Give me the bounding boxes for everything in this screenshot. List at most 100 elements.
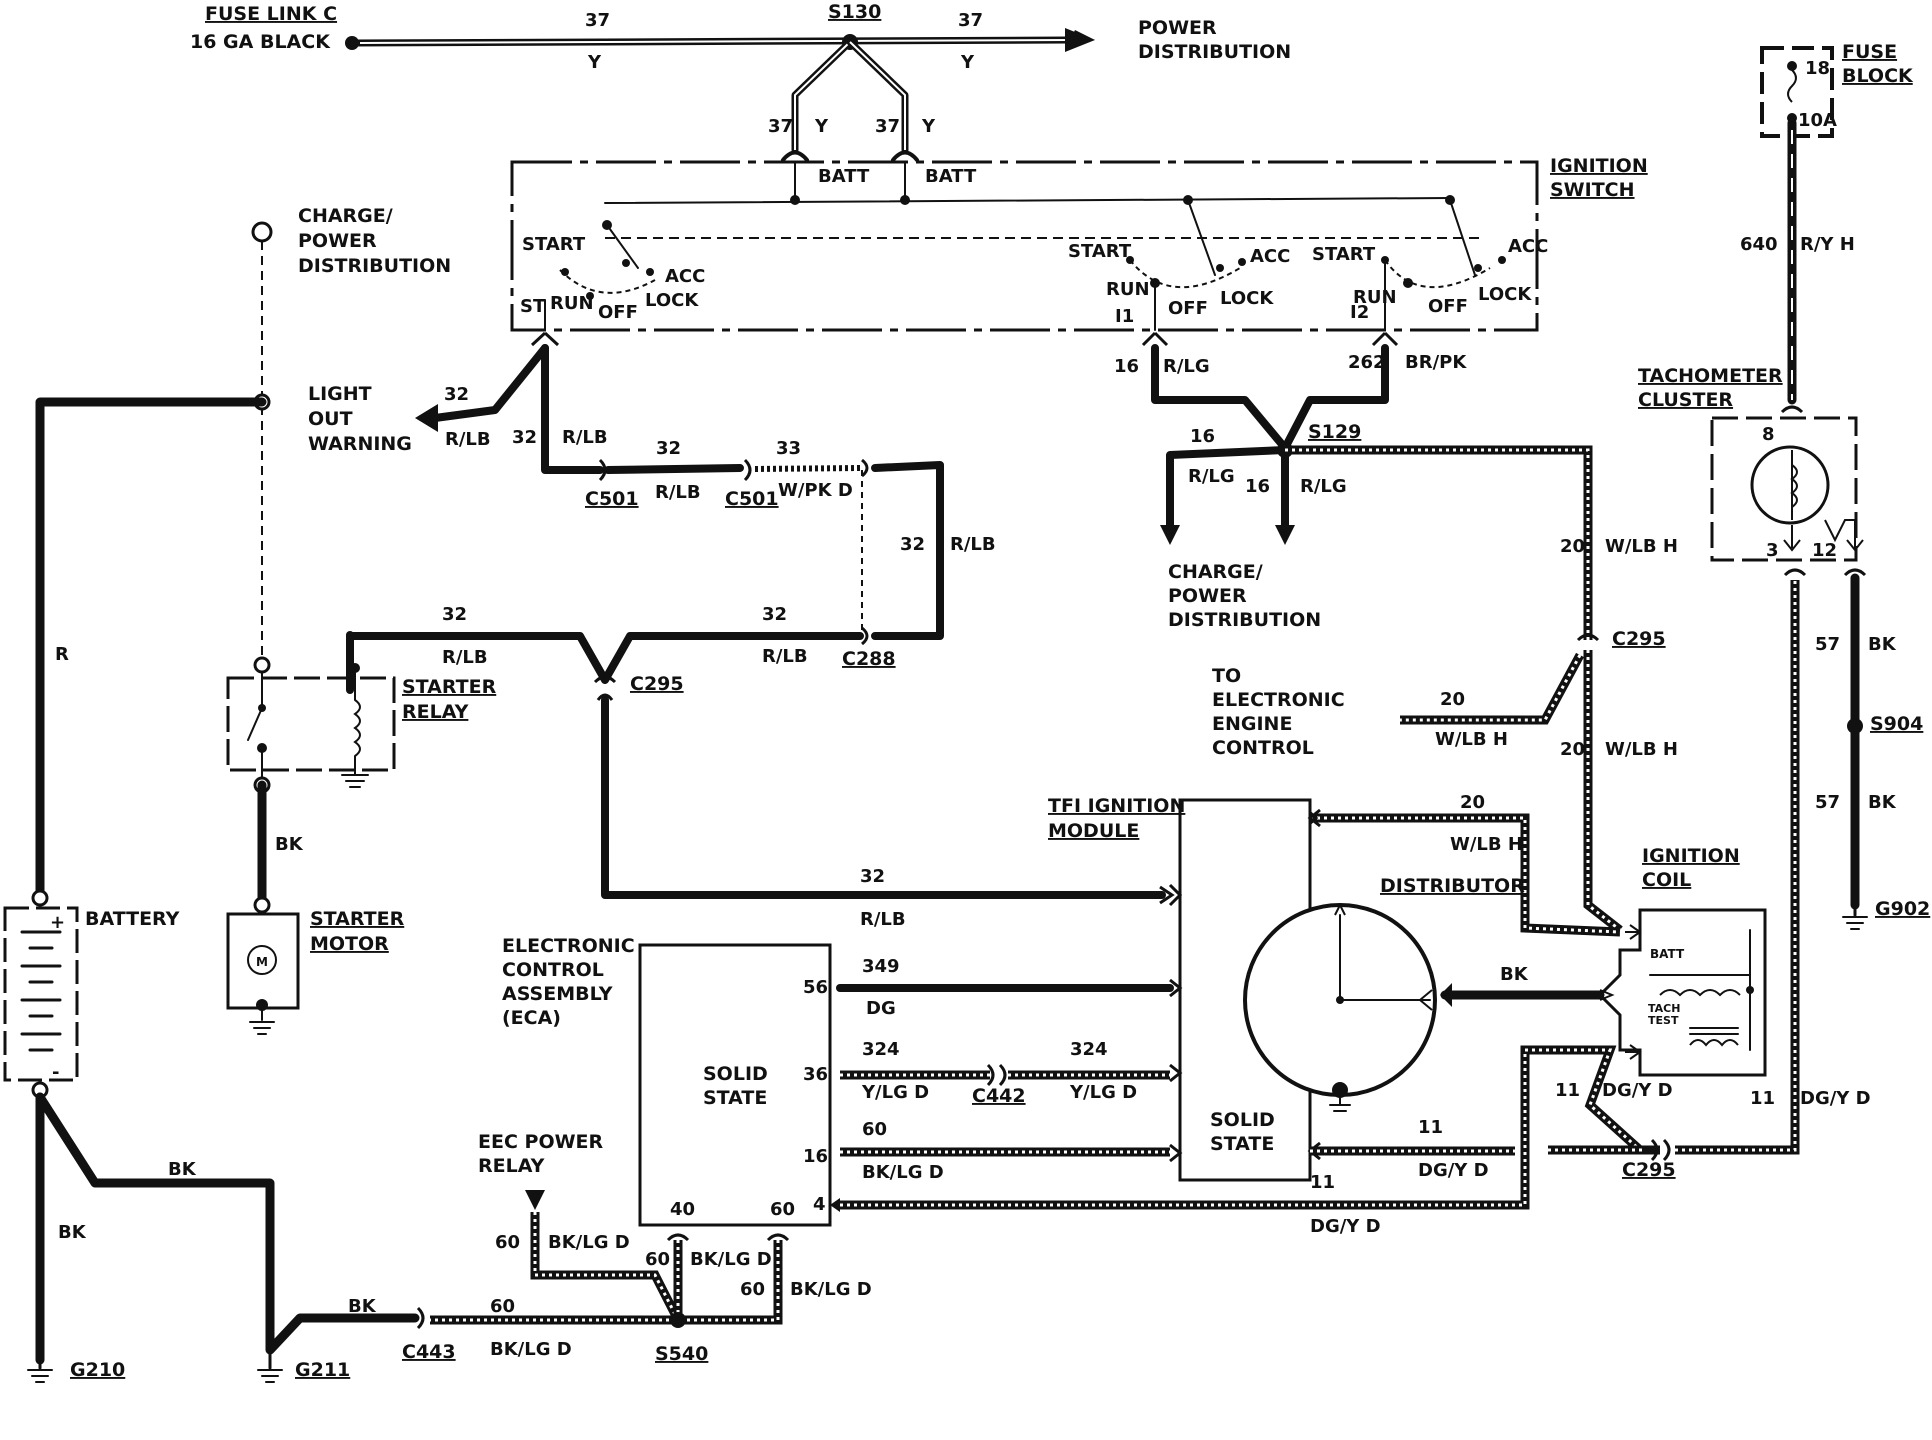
w60-e-color: BK/LG D [490, 1339, 572, 1360]
wire-r-label: R [55, 644, 69, 665]
w262-color: BR/PK [1405, 352, 1467, 373]
tach-pin-8: 8 [1762, 424, 1775, 445]
w324-b-color: Y/LG D [1069, 1082, 1137, 1103]
tach-label-1: TACHOMETER [1638, 365, 1783, 387]
coil-batt: BATT [1650, 947, 1685, 961]
w20-d: 20 [1460, 792, 1485, 813]
w20-c: 20 [1560, 739, 1585, 760]
sw-acc-1: ACC [665, 266, 705, 287]
coil-tach: TACH [1648, 1002, 1680, 1015]
w33: 33 [776, 438, 801, 459]
batt-wire-color-1: Y [814, 116, 829, 137]
sw-lock-3: LOCK [1478, 284, 1532, 305]
w16-b: 16 [1190, 426, 1215, 447]
batt-terminal-1: BATT [818, 166, 870, 187]
w32-d-color: R/LB [950, 534, 996, 555]
tach-pin-12: 12 [1812, 540, 1837, 561]
w32-g-color: R/LB [860, 909, 906, 930]
c501-label-2: C501 [725, 488, 779, 510]
w20-d-color: W/LB H [1450, 834, 1523, 855]
w20-a: 20 [1560, 536, 1585, 557]
light-out-1: LIGHT [308, 383, 372, 405]
w60-d-color: BK/LG D [790, 1279, 872, 1300]
wire-37-color-2: Y [960, 52, 975, 73]
bk-label-2: BK [58, 1222, 87, 1243]
w16-a: 16 [1114, 356, 1139, 377]
eca-pin-16: 16 [803, 1146, 828, 1167]
to-eec-1: TO [1212, 665, 1241, 687]
tach-label-2: CLUSTER [1638, 389, 1733, 411]
g210-label: G210 [70, 1359, 125, 1381]
sw-i2: I2 [1350, 302, 1369, 323]
fuse-number: 18 [1805, 58, 1830, 79]
w324-a-color: Y/LG D [861, 1082, 929, 1103]
eca-label-2: CONTROL [502, 959, 604, 981]
eec-relay-label-1: EEC POWER [478, 1131, 604, 1153]
w60-a: 60 [862, 1119, 887, 1140]
w20-a-color: W/LB H [1605, 536, 1678, 557]
w60-d: 60 [740, 1279, 765, 1300]
eca-solid-1: SOLID [703, 1063, 768, 1085]
wire-37-num-2: 37 [958, 10, 983, 31]
w262: 262 [1348, 352, 1386, 373]
ignition-switch [510, 160, 1539, 332]
s129-label: S129 [1308, 421, 1361, 443]
eca-pin-36: 36 [803, 1064, 828, 1085]
w640: 640 [1740, 234, 1778, 255]
c443-label: C443 [402, 1341, 456, 1363]
w16-b-color: R/LG [1188, 466, 1235, 487]
fuse-link-gauge-label: 16 GA BLACK [190, 31, 331, 53]
sw-acc-2: ACC [1250, 246, 1290, 267]
w324-a: 324 [862, 1039, 900, 1060]
battery-plus: + [50, 912, 65, 933]
eca-pin-56: 56 [803, 977, 828, 998]
tfi-module-distributor [1168, 798, 1437, 1182]
w16-c-color: R/LG [1300, 476, 1347, 497]
batt-terminal-2: BATT [925, 166, 977, 187]
fuse-block-label-1: FUSE [1842, 41, 1897, 63]
fuse-amperage: 10A [1798, 110, 1837, 131]
w57-b: 57 [1815, 792, 1840, 813]
w57-a: 57 [1815, 634, 1840, 655]
motor-m: M [256, 955, 268, 969]
start-circuit-wiring [346, 331, 1175, 905]
eca-wiring [430, 580, 1800, 1328]
w32-b-color: R/LB [562, 427, 608, 448]
w20-b-color: W/LB H [1435, 729, 1508, 750]
sw-run-2: RUN [1106, 279, 1150, 300]
w60-c: 60 [645, 1249, 670, 1270]
tfi-solid-2: STATE [1210, 1133, 1274, 1155]
w32-a: 32 [444, 384, 469, 405]
tach-pin-3: 3 [1766, 540, 1779, 561]
sw-start-1: START [522, 234, 586, 255]
w11-d: 11 [1750, 1088, 1775, 1109]
power-dist-label-1: POWER [1138, 17, 1217, 39]
batt-wire-color-2: Y [921, 116, 936, 137]
batt-wire-num-2: 37 [875, 116, 900, 137]
charge-mid-2: POWER [1168, 585, 1247, 607]
ignition-switch-label-2: SWITCH [1550, 179, 1635, 201]
fuse-link-label: FUSE LINK C [205, 3, 337, 25]
starter-motor-label-2: MOTOR [310, 933, 389, 955]
g902-label: G902 [1875, 898, 1930, 920]
eca-solid-2: STATE [703, 1087, 767, 1109]
light-out-3: WARNING [308, 433, 412, 455]
fuse-link-feed [345, 28, 1095, 162]
sw-acc-3: ACC [1508, 236, 1548, 257]
fuse-block-tach [1710, 46, 1868, 930]
w60-b: 60 [495, 1232, 520, 1253]
w11-d-color: DG/Y D [1800, 1088, 1871, 1109]
battery-starter-circuit [3, 221, 425, 1383]
s904-label: S904 [1870, 713, 1923, 735]
eca-pin-40: 40 [670, 1199, 695, 1220]
relay-bk-label: BK [275, 834, 304, 855]
c295-label-3: C295 [1622, 1159, 1676, 1181]
w349-color: DG [866, 998, 896, 1019]
sw-st: ST [520, 296, 546, 317]
battery-minus: - [52, 1062, 59, 1083]
tfi-label-1: TFI IGNITION [1048, 795, 1185, 817]
power-dist-label-2: DISTRIBUTION [1138, 41, 1291, 63]
sw-off-3: OFF [1428, 296, 1468, 317]
s540-splice [670, 1312, 686, 1328]
